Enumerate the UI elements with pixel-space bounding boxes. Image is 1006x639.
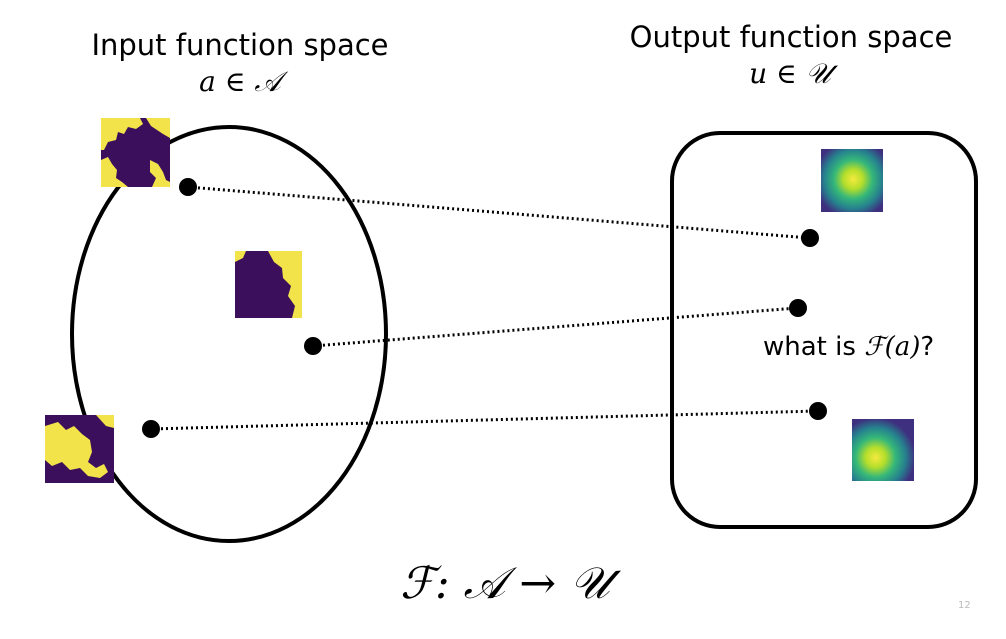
- mapping-line-1: [187, 185, 810, 240]
- output-field-thumbnail-1: [821, 149, 883, 212]
- mapping-line-2: [312, 306, 798, 348]
- output-point-2: [789, 299, 807, 317]
- input-space-membership: a ∈ 𝒜: [199, 65, 281, 98]
- input-point-1: [179, 178, 197, 196]
- mapping-line-3: [150, 409, 818, 431]
- output-point-3: [809, 402, 827, 420]
- input-space-title: Input function space: [91, 28, 389, 62]
- output-space-title: Output function space: [629, 20, 953, 54]
- output-space-box: [670, 131, 978, 529]
- question-prefix: what is: [763, 332, 865, 362]
- input-space-ellipse: [70, 125, 388, 543]
- slide-number: 12: [958, 600, 971, 611]
- input-point-2: [304, 337, 322, 355]
- output-point-1: [801, 229, 819, 247]
- operator-formula: ℱ: 𝒜 → 𝒰: [400, 558, 610, 609]
- input-map-thumbnail-1: [101, 118, 170, 187]
- question-math: ℱ(a): [864, 332, 921, 362]
- input-point-3: [142, 420, 160, 438]
- output-space-membership: u ∈ 𝒰: [749, 57, 831, 90]
- output-field-thumbnail-2: [852, 419, 914, 481]
- question-label: what is ℱ(a)?: [763, 332, 934, 362]
- input-map-thumbnail-2: [235, 251, 302, 318]
- input-map-thumbnail-3: [45, 415, 114, 483]
- question-suffix: ?: [920, 332, 935, 362]
